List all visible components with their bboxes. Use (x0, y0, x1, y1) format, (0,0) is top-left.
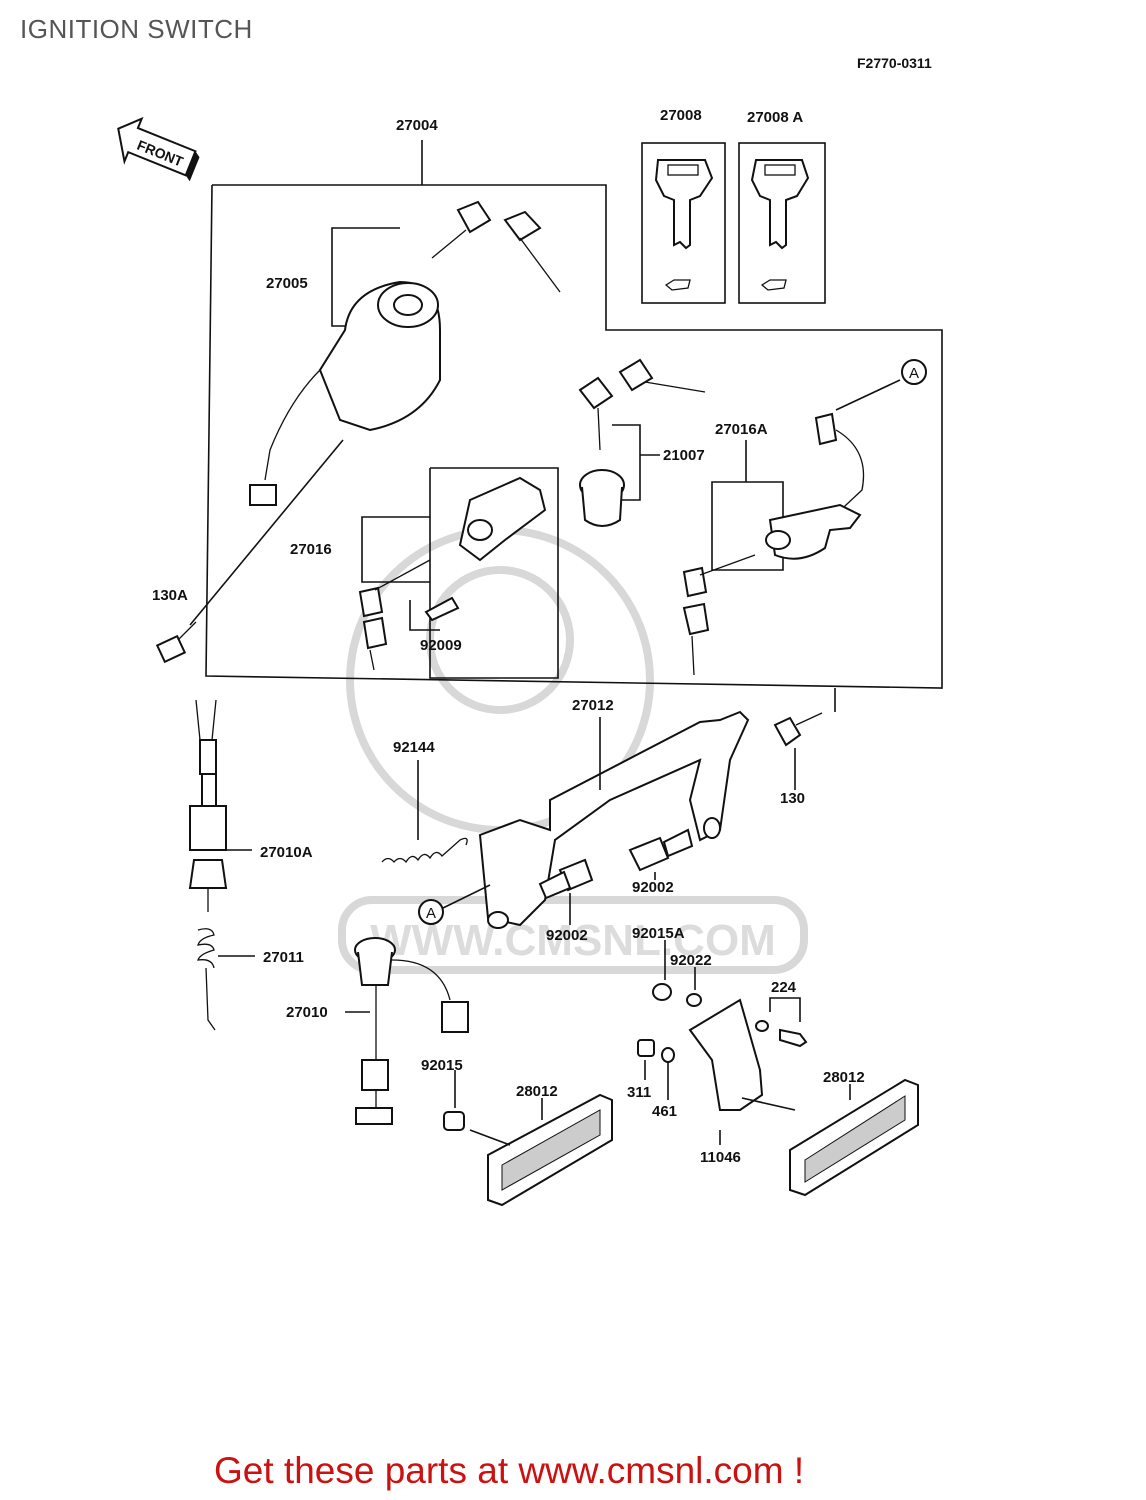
pn-27012: 27012 (572, 697, 614, 714)
bracket-27012 (478, 710, 750, 929)
pn-27016: 27016 (290, 541, 332, 558)
pn-28012-right: 28012 (823, 1069, 865, 1086)
pn-92015a: 92015A (632, 925, 685, 942)
bracket-11046 (688, 998, 796, 1145)
front-arrow-icon: FRONT (117, 116, 200, 182)
footer-link[interactable]: Get these parts at www.cmsnl.com ! (214, 1450, 805, 1491)
screw-224-icon (755, 997, 808, 1048)
spring-27011 (197, 928, 255, 1031)
pn-92002-lower: 92002 (546, 927, 588, 944)
reflector-28012-right (789, 1078, 919, 1197)
part-number-labels: 27004 27005 27008 27008 A 21007 27016A 2… (152, 107, 865, 1166)
nut-311-icon (637, 1039, 655, 1080)
key-27008a-icon (750, 159, 810, 291)
pn-21007: 21007 (663, 447, 705, 464)
lock-27016-assembly (358, 467, 559, 679)
callout-a-lower: A (418, 884, 491, 925)
pn-92002-upper: 92002 (632, 879, 674, 896)
pn-28012-left: 28012 (516, 1083, 558, 1100)
spring-92144 (381, 760, 468, 864)
callout-a-upper-label: A (909, 365, 919, 382)
pn-224: 224 (771, 979, 797, 996)
key-27008-icon (654, 159, 714, 291)
washer-461-icon (661, 1047, 675, 1100)
pn-130: 130 (780, 790, 805, 807)
pn-92144: 92144 (393, 739, 435, 756)
bolt-92002-lower-icon (538, 858, 594, 925)
pn-92015: 92015 (421, 1057, 463, 1074)
pn-27005: 27005 (266, 275, 308, 292)
page-title: IGNITION SWITCH (20, 14, 253, 44)
pn-27010a: 27010A (260, 844, 313, 861)
helmet-lock-27016a (682, 379, 901, 676)
callout-a-lower-label: A (426, 905, 436, 922)
switch-27010 (345, 937, 469, 1125)
pn-27010: 27010 (286, 1004, 328, 1021)
reflector-28012-left (469, 1093, 613, 1207)
bolt-92002-upper-icon (628, 828, 694, 880)
pn-11046: 11046 (700, 1149, 741, 1166)
pn-130a: 130A (152, 587, 188, 604)
switch-27010a (188, 699, 252, 912)
key-box-27008 (641, 142, 726, 304)
pn-92009: 92009 (420, 637, 462, 654)
parts-diagram: WWW.CMSNL.COM FRONT (117, 107, 943, 1207)
seat-lock-21007 (578, 358, 706, 527)
pn-311: 311 (627, 1084, 651, 1101)
bolt-130-icon (773, 688, 836, 790)
ignition-switch-27005 (189, 200, 561, 626)
pn-92022: 92022 (670, 952, 712, 969)
pn-461: 461 (652, 1103, 677, 1120)
pn-27008: 27008 (660, 107, 702, 124)
pn-27008a: 27008 A (747, 109, 803, 126)
nut-92015a-icon (652, 940, 672, 1001)
kit-outline-27004 (205, 184, 943, 689)
watermark-text: WWW.CMSNL.COM (370, 916, 776, 965)
nut-92015-icon (443, 1070, 465, 1131)
key-box-27008a (738, 142, 826, 304)
pn-27004: 27004 (396, 117, 438, 134)
pn-27011: 27011 (263, 949, 304, 966)
figure-code: F2770-0311 (857, 55, 932, 71)
washer-92022-icon (686, 967, 702, 1007)
callout-a-upper: A (901, 359, 927, 385)
pn-27016a: 27016A (715, 421, 768, 438)
bolt-130a-icon (155, 621, 197, 664)
